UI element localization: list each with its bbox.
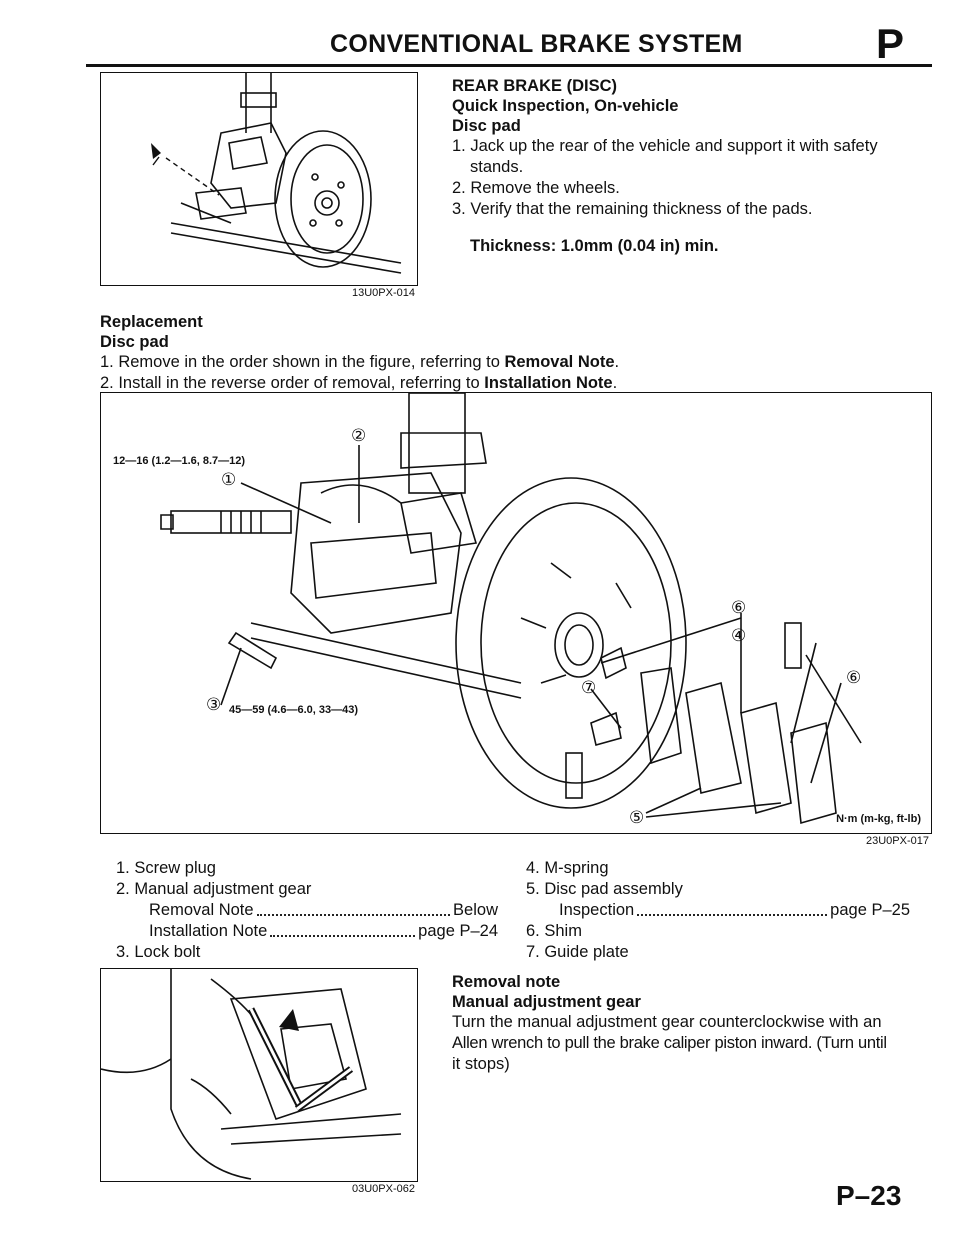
step-2: 2. Remove the wheels.: [452, 179, 620, 197]
figure2-code: 23U0PX-017: [866, 835, 929, 847]
heading-manual-adjustment-gear: Manual adjustment gear: [452, 993, 641, 1011]
figure-rear-brake-disc: [100, 72, 418, 286]
callout-4: ④: [731, 626, 746, 645]
step-1-cont: stands.: [470, 158, 524, 176]
page-number: P–23: [836, 1180, 902, 1211]
header-rule: [86, 64, 932, 67]
callout-5: ⑤: [629, 808, 644, 827]
removal-note-section: Removal note Manual adjustment gear Turn…: [452, 972, 932, 1075]
replacement-step-1: 1. Remove in the order shown in the figu…: [100, 353, 620, 371]
callout-3: ③: [206, 695, 221, 714]
parts-list-left: 1. Screw plug 2. Manual adjustment gear …: [116, 858, 498, 963]
heading-removal-note: Removal note: [452, 973, 561, 991]
installation-note-ref: Installation Note: [484, 374, 613, 392]
replacement-section: Replacement Disc pad 1. Remove in the or…: [100, 312, 940, 394]
callout-6a: ⑥: [731, 598, 746, 617]
torque-unit: N·m (m-kg, ft-lb): [836, 813, 921, 825]
rear-brake-section: REAR BRAKE (DISC) Quick Inspection, On-v…: [452, 76, 932, 256]
part-7: 7. Guide plate: [526, 943, 629, 961]
part-6: 6. Shim: [526, 922, 582, 940]
section-letter: P: [876, 20, 905, 67]
page-title: CONVENTIONAL BRAKE SYSTEM: [330, 30, 743, 58]
removal-note-ref: Removal Note: [504, 353, 615, 371]
callout-2: ②: [351, 426, 366, 445]
callout-7: ⑦: [581, 678, 596, 697]
figure-exploded-view: ① ② ③ ⑥ ④ ⑥ ⑦ ⑤ 12—16 (1.2—1.6, 8.7—12) …: [100, 392, 932, 834]
heading-quick-inspection: Quick Inspection, On-vehicle: [452, 97, 679, 115]
part-5: 5. Disc pad assembly: [526, 880, 683, 898]
part-2: 2. Manual adjustment gear: [116, 880, 312, 898]
parts-list-right: 4. M-spring 5. Disc pad assembly Inspect…: [526, 858, 910, 963]
removal-note-line-2: Allen wrench to pull the brake caliper p…: [452, 1034, 887, 1052]
allen-wrench-illustration: [100, 969, 402, 1180]
heading-disc-pad: Disc pad: [452, 117, 521, 135]
heading-replacement-disc-pad: Disc pad: [100, 333, 169, 351]
removal-note-line-1: Turn the manual adjustment gear counterc…: [452, 1013, 882, 1031]
callout-6b: ⑥: [846, 668, 861, 687]
callout-1: ①: [221, 470, 236, 489]
figure-allen-wrench: [100, 968, 418, 1182]
thickness-spec: Thickness: 1.0mm (0.04 in) min.: [470, 237, 719, 255]
part-4: 4. M-spring: [526, 859, 609, 877]
step-1: 1. Jack up the rear of the vehicle and s…: [452, 137, 878, 155]
figure1-code: 13U0PX-014: [352, 287, 415, 299]
part-1: 1. Screw plug: [116, 859, 216, 877]
torque-spec-1: 12—16 (1.2—1.6, 8.7—12): [113, 455, 246, 467]
heading-rear-brake: REAR BRAKE (DISC): [452, 77, 617, 95]
heading-replacement: Replacement: [100, 313, 203, 331]
replacement-step-2: 2. Install in the reverse order of remov…: [100, 374, 618, 392]
step-3: 3. Verify that the remaining thickness o…: [452, 200, 813, 218]
part-3: 3. Lock bolt: [116, 943, 201, 961]
figure3-code: 03U0PX-062: [352, 1183, 415, 1195]
rear-brake-illustration: [151, 73, 402, 274]
removal-note-line-3: it stops): [452, 1055, 510, 1073]
torque-spec-2: 45—59 (4.6—6.0, 33—43): [229, 704, 359, 716]
exploded-view-illustration: ① ② ③ ⑥ ④ ⑥ ⑦ ⑤: [160, 392, 862, 827]
